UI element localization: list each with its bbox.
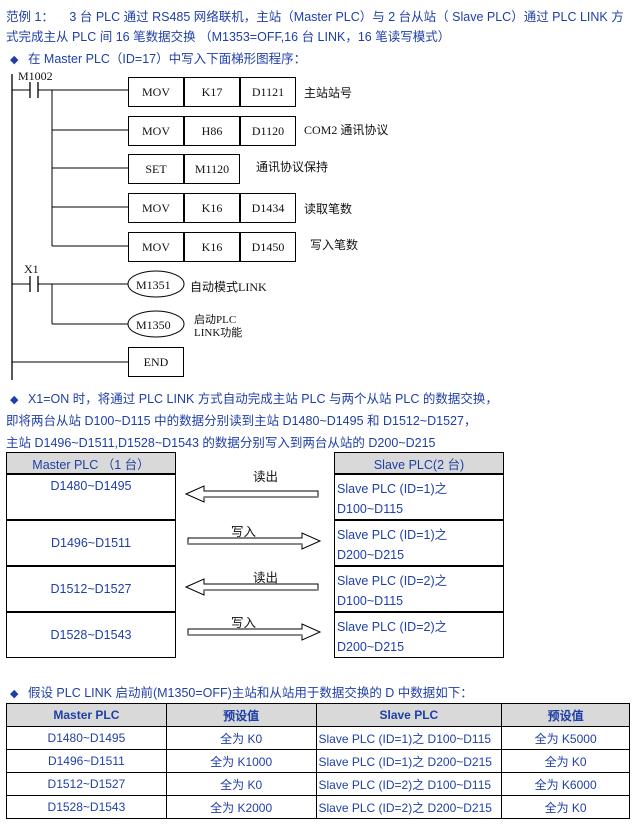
instr-dst: D1120 bbox=[240, 116, 296, 146]
diamond-bullet-icon: ◆ bbox=[10, 394, 19, 406]
intro-line-1: 范例 1： 3 台 PLC 通过 RS485 网络联机，主站（Master PL… bbox=[6, 6, 624, 25]
table-cell: Slave PLC (ID=2)之 D200~D215 bbox=[315, 795, 503, 819]
slave-cell-line-1: Slave PLC (ID=1)之 bbox=[337, 482, 448, 496]
coil-comment-m1350-1: 启动PLC bbox=[194, 314, 237, 326]
column-header: Slave PLC bbox=[315, 703, 503, 727]
instr-comment: 读取笔数 bbox=[304, 202, 353, 216]
table-cell: D1496~D1511 bbox=[6, 749, 167, 773]
instr-comment: COM2 通讯协议 bbox=[304, 123, 389, 137]
slave-cell: Slave PLC (ID=2)之 D200~D215 bbox=[334, 612, 504, 658]
column-header: 预设值 bbox=[165, 703, 317, 727]
direction-label: 写入 bbox=[231, 616, 257, 630]
coil-m1351 bbox=[127, 270, 185, 298]
coil-label-m1350: M1350 bbox=[136, 318, 171, 332]
slave-cell-line-1: Slave PLC (ID=2)之 bbox=[337, 620, 448, 634]
master-cell: D1512~D1527 bbox=[6, 566, 176, 612]
table-cell: 全为 K6000 bbox=[501, 772, 630, 796]
ladder-heading: ◆ 在 Master PLC（ID=17）中写入下面梯形图程序： bbox=[10, 48, 306, 67]
intro-text-1: 3 台 PLC 通过 RS485 网络联机，主站（Master PLC）与 2 … bbox=[69, 10, 624, 24]
arrow-left-icon bbox=[184, 578, 319, 596]
coil-m1350 bbox=[127, 310, 185, 338]
master-header: Master PLC （1 台） bbox=[6, 452, 176, 474]
slave-cell: Slave PLC (ID=1)之 D100~D115 bbox=[334, 474, 504, 520]
instr-comment: 通讯协议保持 bbox=[256, 160, 329, 174]
arrow-left-icon bbox=[184, 485, 319, 503]
table-cell: 全为 K1000 bbox=[165, 749, 317, 773]
desc-line-3: 主站 D1496~D1511,D1528~D1543 的数据分别写入到两台从站的… bbox=[6, 436, 436, 450]
slave-cell: Slave PLC (ID=2)之 D100~D115 bbox=[334, 566, 504, 612]
preset-heading: ◆ 假设 PLC LINK 启动前(M1350=OFF)主站和从站用于数据交换的… bbox=[10, 682, 473, 701]
instr-dst: D1434 bbox=[240, 193, 296, 223]
table-cell: Slave PLC (ID=1)之 D200~D215 bbox=[315, 749, 503, 773]
table-cell: 全为 K0 bbox=[165, 772, 317, 796]
slave-cell-line-1: Slave PLC (ID=1)之 bbox=[337, 528, 448, 542]
table-row: D1480~D1495 全为 K0 Slave PLC (ID=1)之 D100… bbox=[6, 726, 630, 750]
instr-src: K16 bbox=[184, 232, 240, 262]
coil-comment-m1350-2: LINK功能 bbox=[194, 327, 243, 339]
table-cell: 全为 K0 bbox=[165, 726, 317, 750]
contact-label-m1002: M1002 bbox=[18, 69, 53, 83]
table-cell: Slave PLC (ID=1)之 D100~D115 bbox=[315, 726, 503, 750]
slave-cell-line-1: Slave PLC (ID=2)之 bbox=[337, 574, 448, 588]
instr-src: K16 bbox=[184, 193, 240, 223]
slave-header: Slave PLC(2 台) bbox=[334, 452, 504, 474]
instr-src: M1120 bbox=[184, 154, 240, 184]
table-cell: Slave PLC (ID=2)之 D100~D115 bbox=[315, 772, 503, 796]
direction-label: 读出 bbox=[253, 571, 279, 585]
slave-cell-line-2: D100~D115 bbox=[337, 502, 404, 516]
diamond-bullet-icon: ◆ bbox=[10, 688, 19, 700]
instr-src: H86 bbox=[184, 116, 240, 146]
example-label: 范例 1： bbox=[6, 10, 54, 24]
diamond-bullet-icon: ◆ bbox=[10, 54, 19, 66]
instr-op: MOV bbox=[128, 193, 184, 223]
ladder-diagram bbox=[11, 74, 185, 380]
table-row: D1528~D1543 全为 K2000 Slave PLC (ID=2)之 D… bbox=[6, 795, 630, 819]
instr-dst: D1450 bbox=[240, 232, 296, 262]
slave-cell: Slave PLC (ID=1)之 D200~D215 bbox=[334, 520, 504, 566]
table-cell: D1480~D1495 bbox=[6, 726, 167, 750]
table-row: D1512~D1527 全为 K0 Slave PLC (ID=2)之 D100… bbox=[6, 772, 630, 796]
table-row: D1496~D1511 全为 K1000 Slave PLC (ID=1)之 D… bbox=[6, 749, 630, 773]
transfer-arrows bbox=[184, 485, 322, 641]
table-cell: 全为 K0 bbox=[501, 749, 630, 773]
end-instruction: END bbox=[128, 347, 184, 377]
instr-src: K17 bbox=[184, 77, 240, 107]
instr-comment: 主站站号 bbox=[304, 86, 353, 100]
slave-cell-line-2: D200~D215 bbox=[337, 548, 405, 562]
table-cell: 全为 K0 bbox=[501, 795, 630, 819]
instr-comment: 写入笔数 bbox=[310, 238, 359, 252]
slave-cell-line-2: D100~D115 bbox=[337, 594, 404, 608]
master-cell: D1480~D1495 bbox=[6, 474, 176, 520]
desc-text-1: X1=ON 时，将通过 PLC LINK 方式自动完成主站 PLC 与两个从站 … bbox=[27, 392, 498, 406]
table-cell: D1528~D1543 bbox=[6, 795, 167, 819]
direction-label: 写入 bbox=[231, 525, 257, 539]
table-cell: 全为 K2000 bbox=[165, 795, 317, 819]
desc-line-2: 即将两台从站 D100~D115 中的数据分别读到主站 D1480~D1495 … bbox=[6, 414, 477, 428]
slave-cell-line-2: D200~D215 bbox=[337, 640, 405, 654]
table-header-row: Master PLC 预设值 Slave PLC 预设值 bbox=[6, 703, 630, 727]
instr-dst: D1121 bbox=[240, 77, 296, 107]
coil-comment-m1351: 自动模式LINK bbox=[190, 280, 267, 294]
preset-heading-text: 假设 PLC LINK 启动前(M1350=OFF)主站和从站用于数据交换的 D… bbox=[27, 686, 473, 700]
preset-table: Master PLC 预设值 Slave PLC 预设值 D1480~D1495… bbox=[6, 703, 630, 819]
direction-label: 读出 bbox=[253, 470, 279, 484]
master-cell: D1496~D1511 bbox=[6, 520, 176, 566]
desc-line-1: ◆ X1=ON 时，将通过 PLC LINK 方式自动完成主站 PLC 与两个从… bbox=[10, 388, 498, 407]
ladder-heading-text: 在 Master PLC（ID=17）中写入下面梯形图程序： bbox=[27, 52, 307, 66]
master-cell: D1528~D1543 bbox=[6, 612, 176, 658]
intro-line-2: 式完成主从 PLC 间 16 笔数据交换 （M1353=OFF,16 台 LIN… bbox=[6, 30, 451, 44]
instr-op: MOV bbox=[128, 232, 184, 262]
instr-op: MOV bbox=[128, 77, 184, 107]
coil-label-m1351: M1351 bbox=[136, 278, 171, 292]
column-header: Master PLC bbox=[6, 703, 167, 727]
table-cell: D1512~D1527 bbox=[6, 772, 167, 796]
table-cell: 全为 K5000 bbox=[501, 726, 630, 750]
contact-label-x1: X1 bbox=[24, 262, 39, 276]
instr-op: MOV bbox=[128, 116, 184, 146]
instr-op: SET bbox=[128, 154, 184, 184]
column-header: 预设值 bbox=[501, 703, 630, 727]
